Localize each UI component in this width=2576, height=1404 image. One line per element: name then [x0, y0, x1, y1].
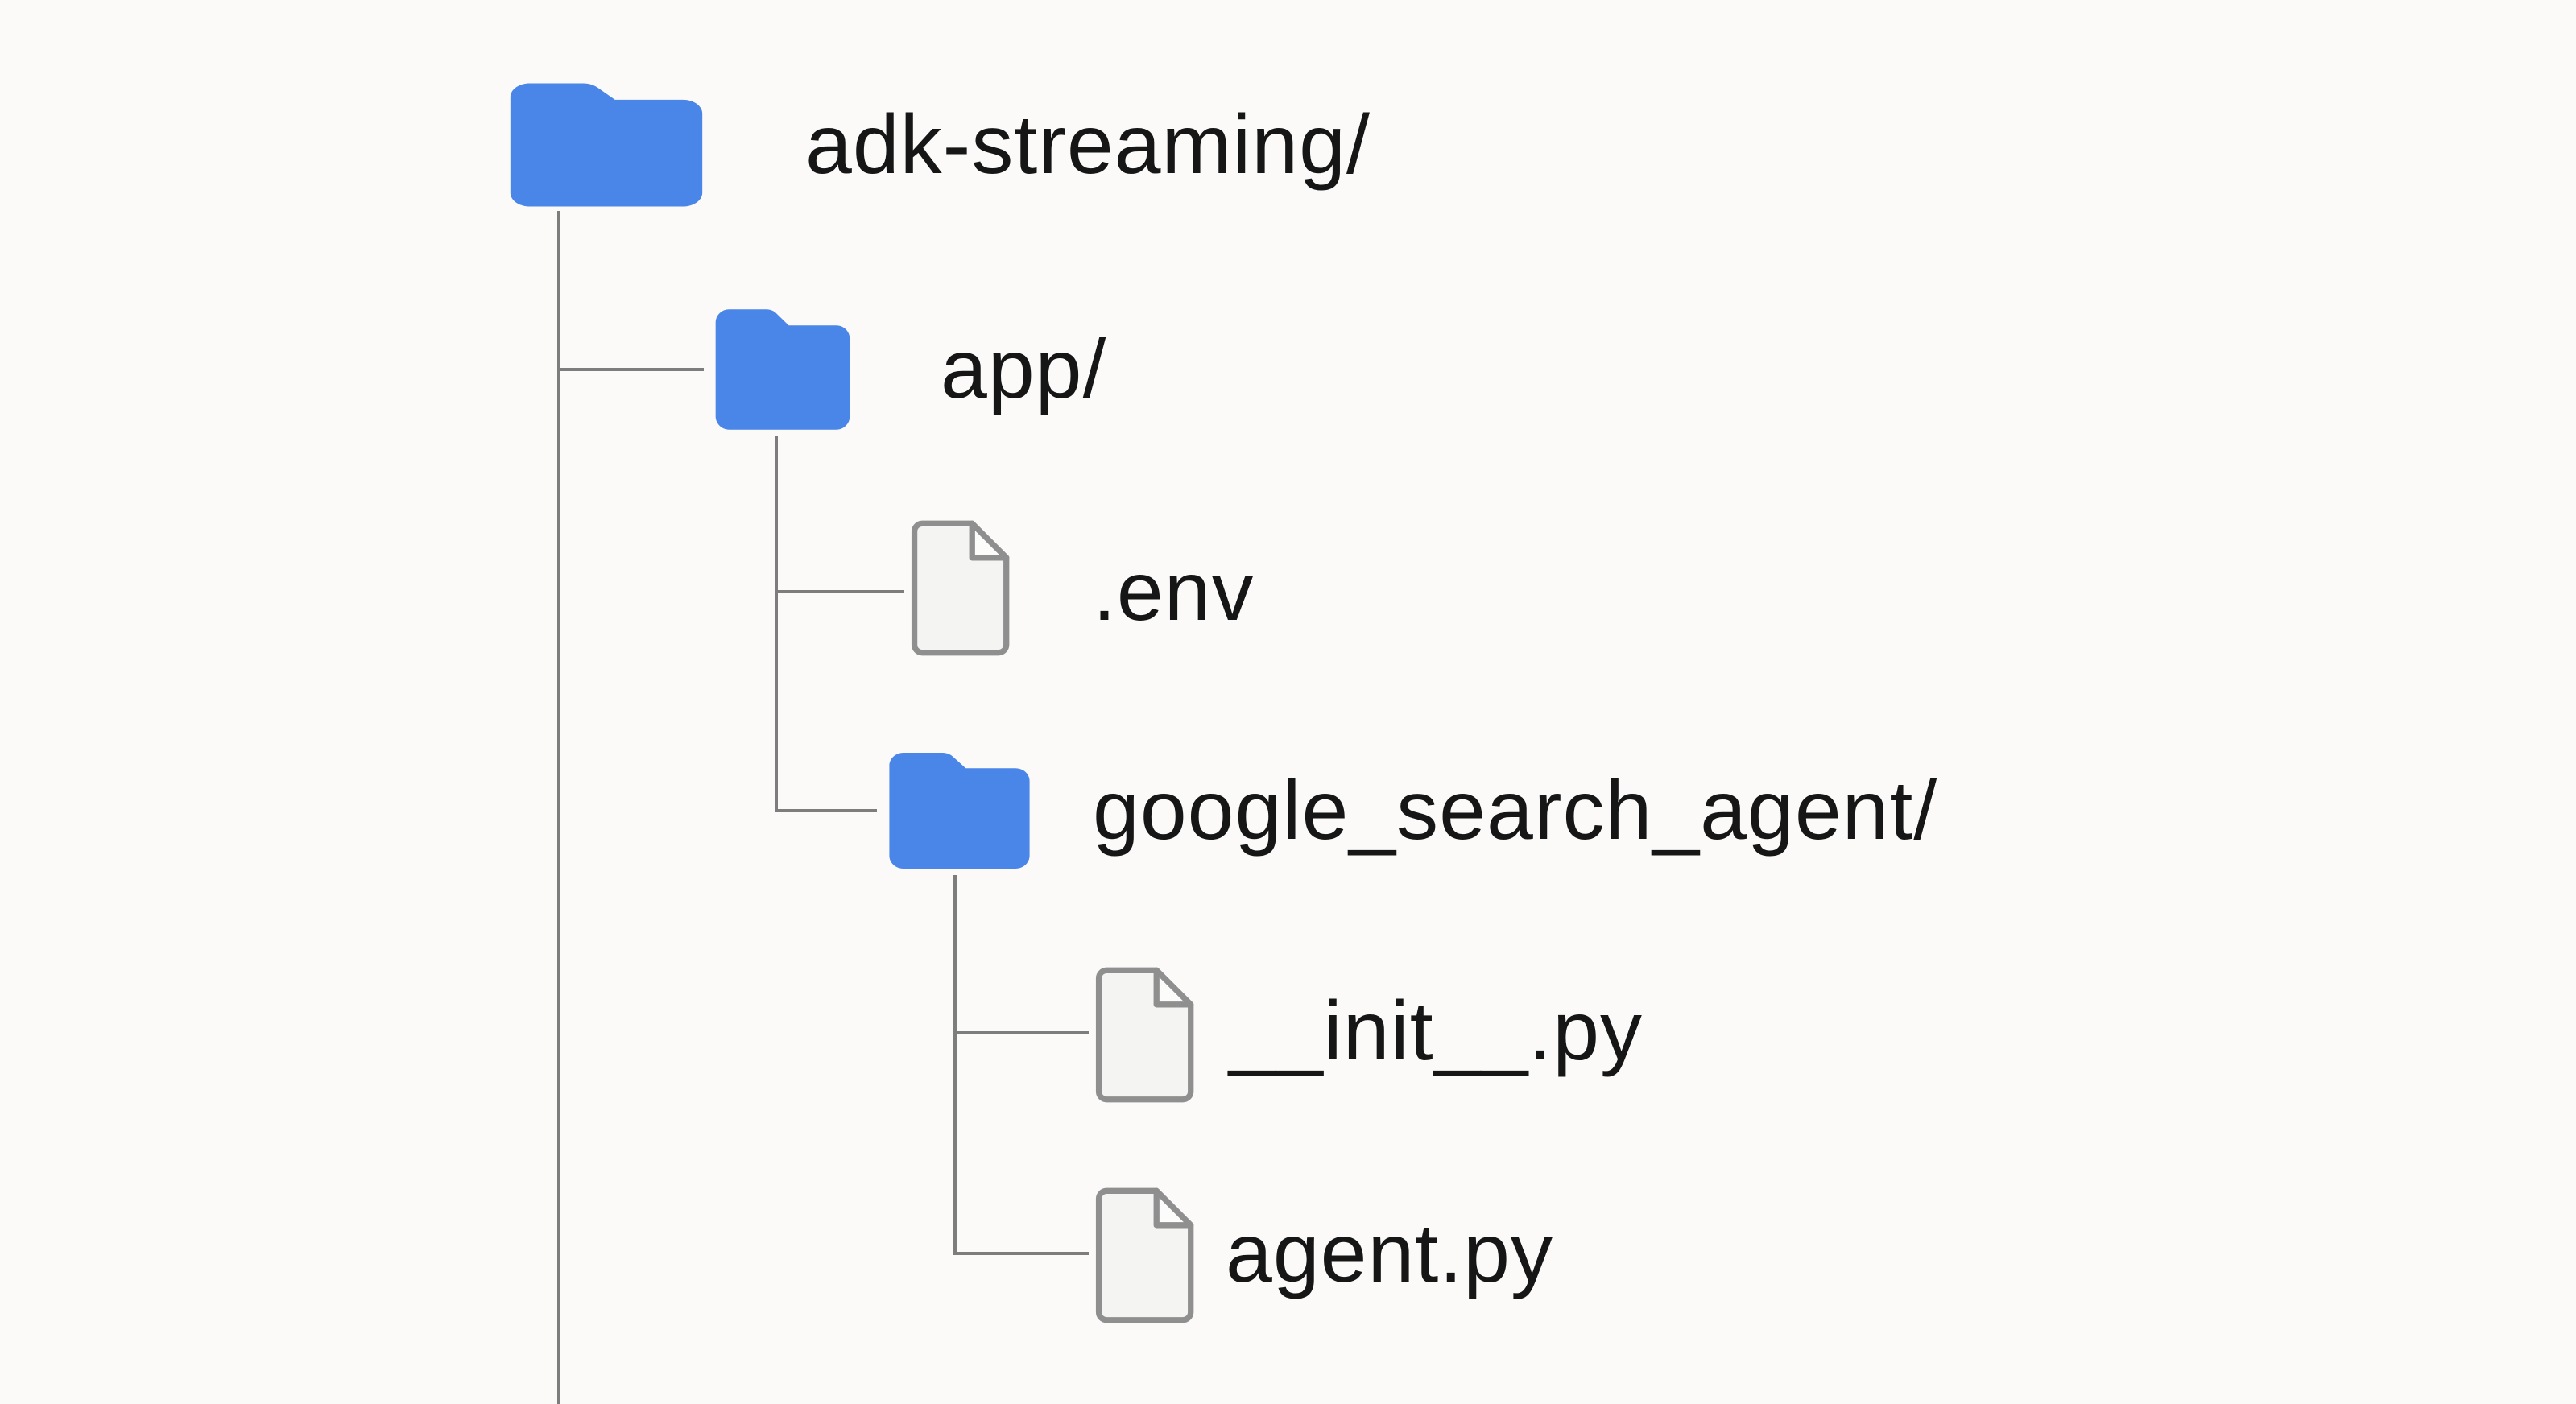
tree-node-label-google-search-agent: google_search_agent/: [1093, 763, 1938, 857]
file-icon: [903, 518, 1012, 659]
tree-node-label-adk-streaming: adk-streaming/: [805, 97, 1371, 192]
connector-branch-agent: [953, 1252, 1089, 1255]
tree-node-label-app: app/: [941, 322, 1107, 416]
connector-branch-app: [557, 368, 704, 371]
tree-node-label-init: __init__.py: [1229, 984, 1644, 1078]
connector-root-trunk: [557, 211, 560, 1404]
tree-node-label-env: .env: [1093, 544, 1255, 638]
file-icon: [1087, 1185, 1197, 1326]
connector-branch-google-search-agent: [775, 809, 877, 812]
tree-node-label-agent: agent.py: [1226, 1206, 1553, 1300]
folder-icon: [875, 746, 1044, 875]
connector-branch-init: [953, 1031, 1089, 1034]
connector-app-trunk: [775, 436, 778, 812]
connector-google-search-agent-trunk: [953, 875, 957, 1255]
folder-icon: [491, 76, 722, 213]
file-icon: [1087, 964, 1197, 1105]
folder-icon: [702, 303, 863, 436]
connector-branch-env: [775, 590, 904, 593]
